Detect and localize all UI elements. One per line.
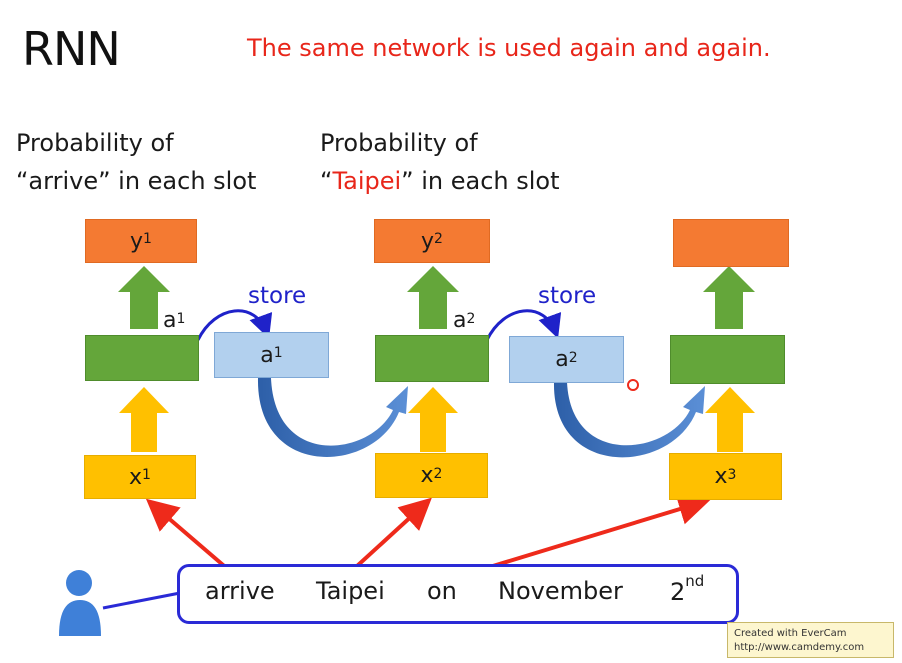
memory-feed-arrow-2: [553, 382, 705, 458]
hidden-to-output-arrow-3: [703, 266, 755, 329]
caption-right-highlight: Taipei: [332, 167, 402, 195]
watermark: Created with EverCam http://www.camdemy.…: [727, 622, 894, 658]
store-label-1: store: [248, 283, 307, 309]
caption-left-line1: Probability of: [16, 129, 174, 157]
store-arrow-1: [196, 309, 273, 341]
slide-title: RNN: [22, 22, 121, 76]
word-november: November: [498, 577, 623, 605]
caption-right: Probability of “Taipei” in each slot: [320, 124, 560, 200]
word-2nd: 2nd: [670, 572, 705, 606]
pointer-dot: [627, 379, 639, 391]
store-label-2: store: [538, 283, 597, 309]
word-taipei: Taipei: [316, 577, 385, 605]
caption-left: Probability of “arrive” in each slot: [16, 124, 256, 200]
hidden-layer-1: [85, 335, 199, 381]
word-arrive: arrive: [205, 577, 275, 605]
hidden-to-output-arrow-1: [118, 266, 170, 329]
watermark-line2: http://www.camdemy.com: [734, 642, 865, 653]
caption-right-line1: Probability of: [320, 129, 478, 157]
hidden-layer-2: [375, 335, 489, 382]
user-icon: [59, 570, 101, 636]
caption-left-line2: “arrive” in each slot: [16, 167, 257, 195]
input-to-hidden-arrow-2: [408, 387, 458, 452]
sentence-box: [177, 564, 739, 624]
input-to-hidden-arrow-1: [119, 387, 169, 452]
word-on: on: [427, 577, 457, 605]
input-to-hidden-arrow-3: [705, 387, 755, 452]
watermark-line1: Created with EverCam: [734, 628, 847, 639]
hidden-layer-3: [670, 335, 785, 384]
memory-feed-arrow-1: [257, 378, 408, 457]
store-arrow-2: [485, 309, 562, 341]
user-to-sentence-line: [102, 591, 181, 610]
caption-right-line2: “Taipei” in each slot: [320, 167, 560, 195]
output-box-3: [673, 219, 789, 267]
slide-subtitle: The same network is used again and again…: [247, 34, 771, 62]
hidden-to-output-arrow-2: [407, 266, 459, 329]
